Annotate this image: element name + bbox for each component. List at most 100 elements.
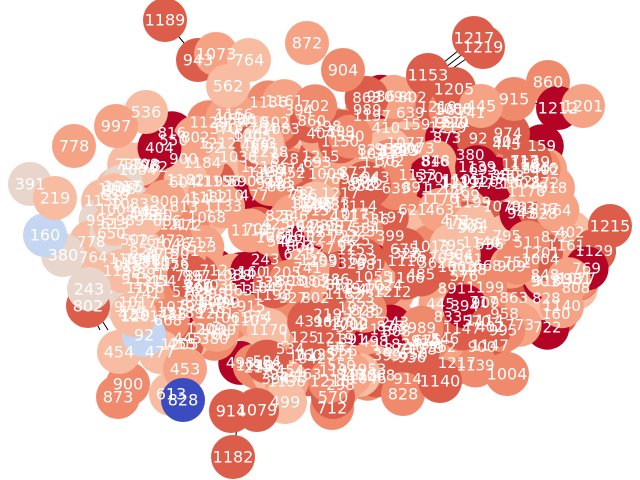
node-label: 702 (428, 249, 457, 267)
node-label: 576 (172, 283, 201, 301)
node-label: 686 (234, 125, 263, 143)
node-label: 1120 (195, 291, 233, 309)
node-label: 584 (392, 140, 421, 158)
node-label: 1182 (167, 171, 205, 189)
node-circle (399, 305, 444, 350)
node-label: 927 (278, 289, 307, 307)
node-label: 773 (248, 135, 277, 153)
node-label: 802 (73, 297, 104, 316)
node-label: 159 (120, 306, 151, 325)
node-label: 1110 (387, 252, 425, 270)
node-label: 712 (158, 304, 187, 322)
node-label: 1129 (290, 194, 328, 212)
graph-node (495, 240, 540, 285)
graph-node (508, 140, 552, 184)
node-label: 1205 (263, 263, 301, 281)
node-label: 502 (120, 231, 149, 249)
node-circle (173, 115, 218, 160)
node-label: 879 (384, 340, 413, 358)
node-label: 1129 (510, 153, 551, 172)
node-label: 1156 (202, 173, 240, 191)
node-label: 1217 (438, 354, 476, 372)
node-label: 391 (338, 331, 367, 349)
node-label: 686 (153, 212, 182, 230)
graph-node (240, 121, 285, 166)
graph-node (227, 38, 271, 82)
graph-node (588, 204, 632, 248)
node-label: 717 (185, 234, 214, 252)
node-label: 1147 (471, 336, 509, 354)
node-label: 1218 (250, 143, 288, 161)
node-label: 425 (342, 232, 371, 250)
node-label: 977 (183, 276, 212, 294)
graph-node (189, 285, 234, 330)
node-label: 848 (336, 366, 365, 384)
node-label: 1201 (563, 97, 604, 116)
node-label: 570 (415, 169, 444, 187)
graph-node (287, 299, 332, 344)
graph-node (343, 288, 387, 333)
node-label: 454 (139, 203, 168, 221)
node-label: 900 (150, 193, 179, 211)
node-label: 431 (295, 313, 324, 331)
node-label: 1211 (133, 272, 171, 290)
node-label: 883 (325, 276, 354, 294)
node-label: 1170 (421, 190, 459, 208)
node-label: 981 (563, 270, 592, 288)
node-label: 298 (313, 117, 342, 135)
node-label: 463 (507, 199, 536, 217)
node-label: 735 (310, 217, 339, 235)
node-label: 675 (250, 140, 279, 158)
node-circle (167, 254, 212, 298)
node-label: 328 (337, 255, 366, 273)
node-label: 1004 (97, 201, 135, 219)
node-label: 1077 (558, 270, 596, 288)
node-circle (92, 173, 137, 218)
node-label: 828 (388, 385, 419, 404)
node-label: 1088 (214, 267, 252, 285)
node-label: 752 (286, 184, 315, 202)
node-label: 399 (326, 122, 355, 140)
node-label: 936 (367, 88, 396, 106)
node-label: 764 (234, 51, 265, 70)
node-label: 243 (251, 251, 280, 269)
node-label: 1217 (520, 200, 558, 218)
node-label: 962 (139, 158, 168, 176)
node-label: 485 (407, 266, 436, 284)
node-label: 1211 (159, 216, 197, 234)
node-label: 863 (352, 89, 381, 107)
node-label: 1212 (199, 135, 237, 153)
node-label: 997 (435, 114, 464, 132)
node-label: 590 (336, 128, 365, 146)
node-label: 1156 (151, 255, 189, 273)
node-label: 472 (156, 231, 185, 249)
node-label: 769 (572, 260, 601, 278)
node-label: 1004 (521, 251, 559, 269)
node-label: 584 (351, 220, 380, 238)
node-circle (246, 308, 291, 353)
node-label: 1017 (119, 294, 157, 312)
node-label: 1156 (255, 277, 293, 295)
node-label: 219 (332, 280, 361, 298)
node-circle (339, 164, 384, 208)
node-label: 561 (284, 227, 313, 245)
node-label: 1212 (538, 99, 579, 118)
node-label: 1013 (411, 238, 449, 256)
node-label: 536 (131, 103, 162, 122)
node-label: 1036 (219, 148, 257, 166)
node-label: 391 (137, 265, 166, 283)
node-label: 997 (325, 217, 354, 235)
node-label: 1161 (547, 237, 585, 255)
node-label: 786 (289, 186, 318, 204)
node-label: 1002 (500, 175, 538, 193)
node-label: 1205 (233, 128, 271, 146)
node-label: 778 (257, 225, 286, 243)
graph-node (285, 21, 329, 65)
node-label: 914 (393, 370, 422, 388)
node-label: 752 (277, 164, 306, 182)
node-circle (508, 140, 552, 184)
graph-node (492, 77, 536, 121)
node-label: 1125 (280, 329, 318, 347)
node-circle (94, 104, 138, 148)
node-label: 1212 (373, 283, 411, 301)
